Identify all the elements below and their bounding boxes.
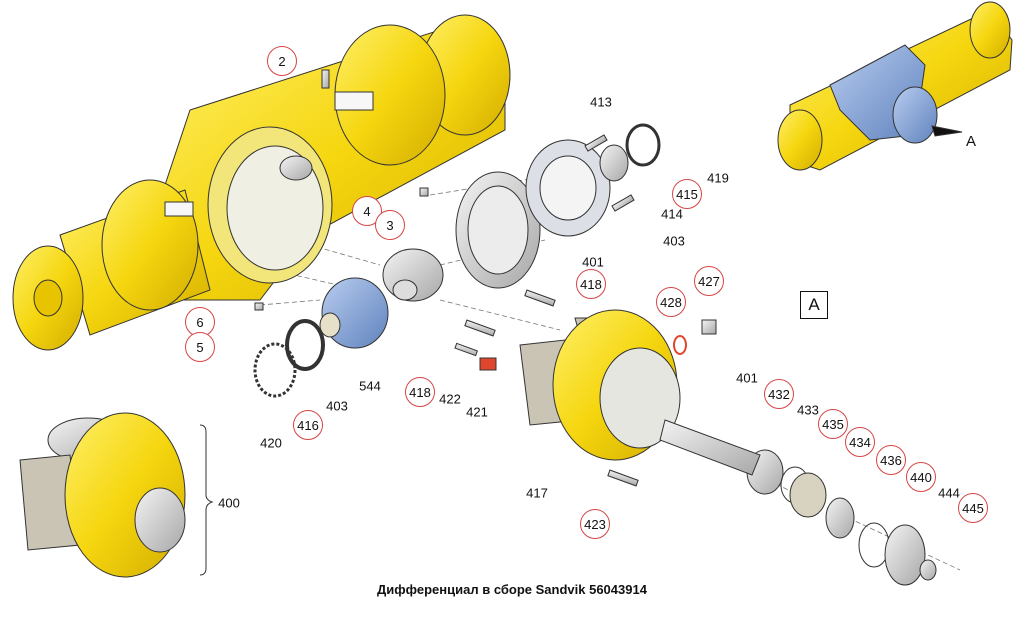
callout-label: 5	[185, 332, 215, 362]
callout-label: 2	[267, 46, 297, 76]
callout-label: 544	[359, 378, 381, 394]
bearing-rings	[253, 123, 937, 586]
view-marker-box: A	[800, 291, 828, 319]
callout-label: 415	[672, 179, 702, 209]
callout-label: 3	[375, 210, 405, 240]
assembly-label: 400	[218, 495, 240, 511]
callout-label: 434	[845, 427, 875, 457]
callout-label: 413	[590, 94, 612, 110]
red-wedge-part	[479, 357, 497, 371]
callout-label: 428	[656, 287, 686, 317]
callout-label: 416	[293, 410, 323, 440]
callout-label: 433	[797, 402, 819, 418]
lower-carrier-housing	[519, 309, 761, 476]
callout-label: 418	[576, 269, 606, 299]
bolts	[254, 134, 717, 487]
callout-label: 403	[326, 398, 348, 414]
callout-label: 423	[580, 509, 610, 539]
callout-label: 401	[582, 254, 604, 270]
callout-label: 422	[439, 391, 461, 407]
inset-axle-view	[777, 1, 1013, 171]
crown-wheel	[455, 139, 611, 289]
view-arrow-label: A	[966, 133, 977, 150]
callout-label: 403	[663, 233, 685, 249]
diagram-caption: Дифференциал в сборе Sandvik 56043914	[377, 582, 647, 597]
callout-label: 421	[466, 404, 488, 420]
axle-housing	[12, 14, 511, 351]
callout-label: 401	[736, 370, 758, 386]
callout-label: 420	[260, 435, 282, 451]
callout-label: 435	[818, 409, 848, 439]
callout-label: 418	[405, 377, 435, 407]
callout-label: 445	[958, 493, 988, 523]
callout-label: 440	[906, 462, 936, 492]
callout-label: 427	[694, 266, 724, 296]
callout-label: 432	[764, 379, 794, 409]
differential-carrier	[319, 248, 444, 349]
callout-label: 414	[661, 206, 683, 222]
callout-label: 417	[526, 485, 548, 501]
callout-label: 419	[707, 170, 729, 186]
callout-label: 436	[876, 445, 906, 475]
assembly-400-detail	[19, 412, 214, 578]
callout-label: 444	[938, 485, 960, 501]
